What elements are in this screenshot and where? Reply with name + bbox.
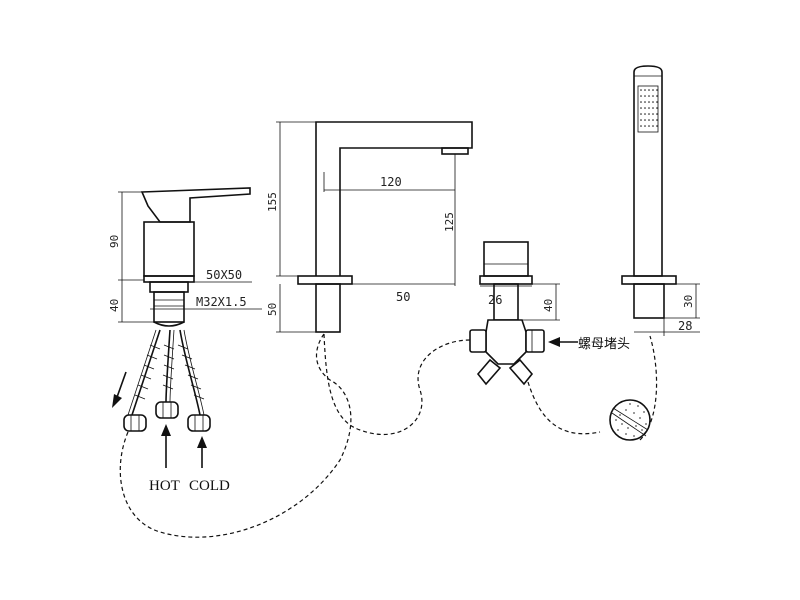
hand-shower-dimensions: 30 28 xyxy=(634,283,700,336)
hand-shower-handle xyxy=(633,65,663,277)
spray-face xyxy=(637,85,659,133)
hose-fitting-cold xyxy=(187,414,211,432)
mixer-thread-shank xyxy=(153,291,185,323)
mixer-square-dim: 50X50 xyxy=(206,268,242,282)
hand-shower xyxy=(621,65,677,319)
hose-fitting-left xyxy=(123,414,147,432)
hand-shower-height-dim: 30 xyxy=(682,295,695,308)
spout-shank xyxy=(315,283,341,333)
spout-body xyxy=(315,121,473,276)
cold-label: COLD xyxy=(189,478,230,494)
diverter-left-port xyxy=(469,329,487,353)
diverter-base-plate xyxy=(479,275,533,285)
spout-base-height-dim: 50 xyxy=(266,303,279,316)
spout-base-plate xyxy=(297,275,353,285)
nut-plug-label: 螺母堵头 xyxy=(578,337,630,352)
spout-height-dim: 155 xyxy=(266,192,279,212)
diverter-height-dim: 40 xyxy=(542,299,555,312)
diverter xyxy=(469,241,545,386)
hose-spout-to-diverter xyxy=(323,333,471,436)
mixer-base-dim: 40 xyxy=(108,299,121,312)
hose-mixer-to-spout xyxy=(119,333,352,538)
spout-aerator xyxy=(441,147,469,155)
diverter-outlet-left xyxy=(476,358,502,386)
mixer-dimensions: 90 40 50X50 M32X1.5 xyxy=(108,191,262,323)
hot-label: HOT xyxy=(149,478,180,494)
diverter-nut-plug xyxy=(525,329,545,353)
mixer-cylinder xyxy=(143,221,195,277)
spout-inner-height-dim: 125 xyxy=(443,212,456,232)
spout xyxy=(297,121,473,333)
hose-weight-ball xyxy=(609,399,651,441)
diverter-outlet-right xyxy=(508,358,534,386)
nut-plug-callout: 螺母堵头 xyxy=(548,337,630,352)
spout-dimensions: 155 50 120 125 50 xyxy=(266,121,456,333)
hose-connections xyxy=(119,333,658,538)
hand-shower-holder xyxy=(633,283,665,319)
spout-base-width-dim: 50 xyxy=(396,290,410,304)
hand-shower-width-dim: 28 xyxy=(678,319,692,333)
hose-fitting-hot xyxy=(155,401,179,419)
hand-shower-base-plate xyxy=(621,275,677,285)
mixer-lever xyxy=(140,187,251,223)
hose-diverter-to-shower xyxy=(527,381,601,435)
diverter-dimensions: 26 40 xyxy=(480,283,560,321)
mixer-height-dim: 90 xyxy=(108,235,121,248)
diverter-valve-body xyxy=(485,319,527,365)
flow-arrows xyxy=(112,371,207,468)
diverter-knob xyxy=(483,241,529,277)
outlet-arrow xyxy=(115,371,127,401)
mixer-base-plate xyxy=(143,275,195,283)
mixer-thread-dim: M32X1.5 xyxy=(196,295,247,309)
braided-hoses xyxy=(123,329,211,432)
spout-reach-dim: 120 xyxy=(380,175,402,189)
mixer-body xyxy=(140,187,251,327)
diverter-width-dim: 26 xyxy=(488,293,502,307)
spray-nozzles xyxy=(640,89,658,127)
